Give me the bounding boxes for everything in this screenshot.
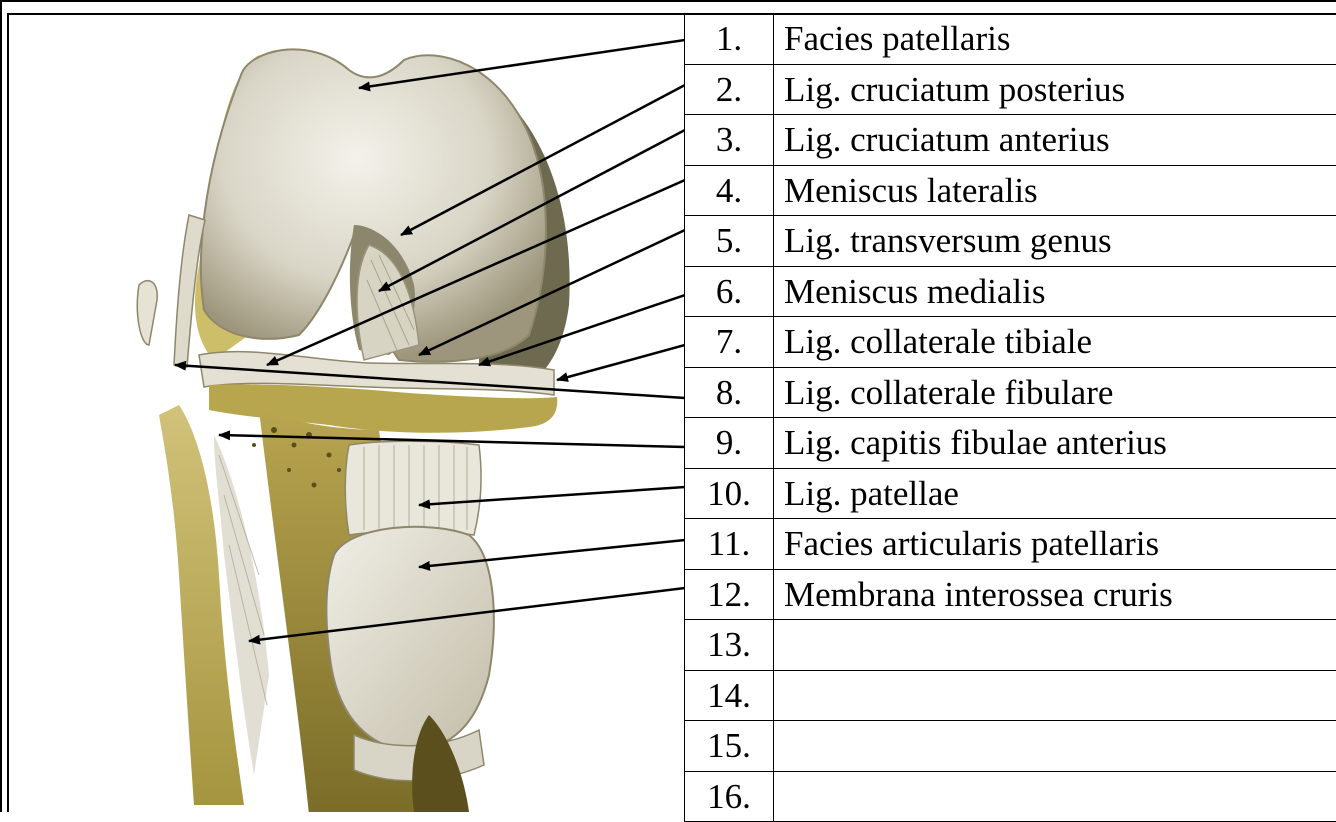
legend-label: Lig. cruciatum anterius	[774, 115, 1336, 166]
patella	[326, 527, 493, 750]
legend-number: 9.	[685, 418, 774, 469]
legend-label: Lig. patellae	[774, 468, 1336, 519]
legend-row: 11.Facies articularis patellaris	[685, 519, 1336, 570]
legend-label: Facies patellaris	[774, 14, 1336, 64]
legend-row: 7.Lig. collaterale tibiale	[685, 317, 1336, 368]
legend-row: 12.Membrana interossea cruris	[685, 569, 1336, 620]
legend-label	[774, 771, 1336, 822]
legend-label	[774, 670, 1336, 721]
legend-row: 6.Meniscus medialis	[685, 266, 1336, 317]
legend-label: Lig. transversum genus	[774, 216, 1336, 267]
legend-row: 15.	[685, 721, 1336, 772]
legend-label: Lig. collaterale tibiale	[774, 317, 1336, 368]
legend-label: Meniscus medialis	[774, 266, 1336, 317]
legend-number: 14.	[685, 670, 774, 721]
legend-row: 14.	[685, 670, 1336, 721]
legend-number: 15.	[685, 721, 774, 772]
legend-label: Lig. collaterale fibulare	[774, 367, 1336, 418]
legend-label: Lig. cruciatum posterius	[774, 64, 1336, 115]
legend-row: 2.Lig. cruciatum posterius	[685, 64, 1336, 115]
legend-row: 9.Lig. capitis fibulae anterius	[685, 418, 1336, 469]
legend-number: 13.	[685, 620, 774, 671]
legend-label: Lig. capitis fibulae anterius	[774, 418, 1336, 469]
knee-joint-illustration	[9, 15, 685, 812]
legend-number: 4.	[685, 165, 774, 216]
legend-row: 5.Lig. transversum genus	[685, 216, 1336, 267]
legend-row: 13.	[685, 620, 1336, 671]
fibular-head-tab	[137, 281, 157, 345]
legend-number: 7.	[685, 317, 774, 368]
legend-number: 3.	[685, 115, 774, 166]
legend-number: 6.	[685, 266, 774, 317]
legend-number: 1.	[685, 14, 774, 64]
legend-number: 10.	[685, 468, 774, 519]
legend-row: 10.Lig. patellae	[685, 468, 1336, 519]
legend-number: 16.	[685, 771, 774, 822]
legend-row: 8.Lig. collaterale fibulare	[685, 367, 1336, 418]
legend-label: Membrana interossea cruris	[774, 569, 1336, 620]
patellar-ligament	[345, 441, 481, 535]
legend-number: 2.	[685, 64, 774, 115]
legend-number: 12.	[685, 569, 774, 620]
legend-row: 1.Facies patellaris	[685, 14, 1336, 64]
legend-label: Meniscus lateralis	[774, 165, 1336, 216]
legend-label	[774, 721, 1336, 772]
legend-row: 3.Lig. cruciatum anterius	[685, 115, 1336, 166]
legend-row: 16.	[685, 771, 1336, 822]
legend-number: 11.	[685, 519, 774, 570]
legend-number: 5.	[685, 216, 774, 267]
legend-number: 8.	[685, 367, 774, 418]
legend-label	[774, 620, 1336, 671]
legend-label: Facies articularis patellaris	[774, 519, 1336, 570]
legend-row: 4.Meniscus lateralis	[685, 165, 1336, 216]
